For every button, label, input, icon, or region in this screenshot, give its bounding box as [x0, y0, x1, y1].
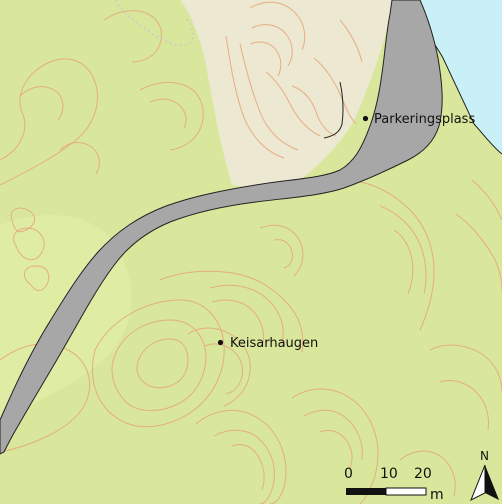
open-area: [180, 0, 395, 187]
scale-tick-20: 20: [414, 466, 432, 482]
scale-bar-black: [346, 488, 386, 495]
parkeringsplass-marker[interactable]: [362, 115, 369, 122]
scale-unit: m: [430, 487, 444, 503]
north-arrow: N: [470, 449, 499, 502]
scale-tick-0: 0: [344, 466, 353, 482]
north-label: N: [480, 449, 489, 463]
dotted-boundary: [115, 0, 194, 47]
scale-tick-10: 10: [380, 466, 398, 482]
scale-bar: 0 10 20 m: [344, 466, 444, 503]
water-body: [404, 0, 502, 154]
road: [0, 0, 443, 455]
keisarhaugen-marker[interactable]: [217, 339, 224, 346]
parkeringsplass-label: Parkeringsplass: [374, 112, 475, 127]
keisarhaugen-label: Keisarhaugen: [230, 336, 318, 351]
scale-bar-white: [385, 487, 427, 496]
parking-edge-line: [323, 81, 344, 139]
